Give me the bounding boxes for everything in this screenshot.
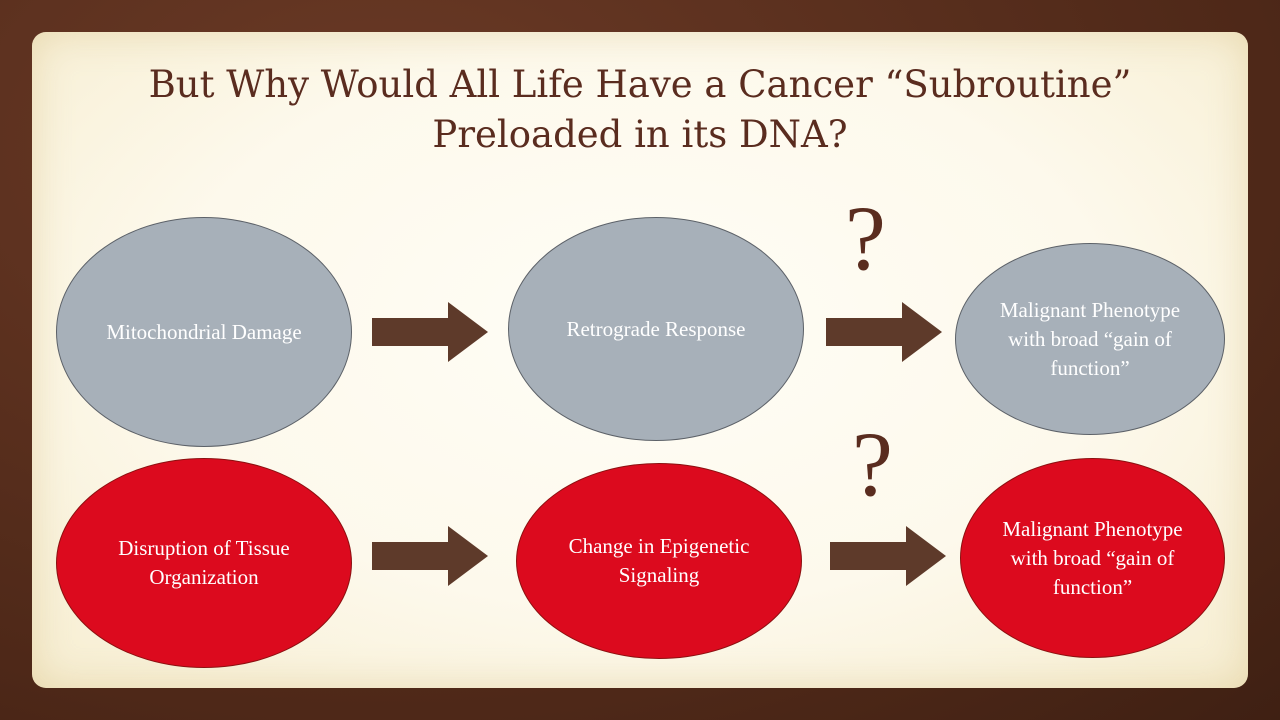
arrow-right-icon [830,526,946,586]
arrow-right-icon [372,526,488,586]
arrow-right-icon [826,302,942,362]
slide-title: But Why Would All Life Have a Cancer “Su… [40,60,1240,160]
node-malignant-phenotype: Malignant Phenotype with broad “gain of … [960,458,1225,658]
node-mitochondrial-damage: Mitochondrial Damage [56,217,352,447]
node-epigenetic-signaling: Change in Epigenetic Signaling [516,463,802,659]
node-retrograde-response: Retrograde Response [508,217,804,441]
arrow-right-icon [372,302,488,362]
title-line-1: But Why Would All Life Have a Cancer “Su… [148,63,1132,106]
title-line-2: Preloaded in its DNA? [432,113,848,156]
node-disruption-tissue-organization: Disruption of Tissue Organization [56,458,352,668]
question-mark: ? [852,413,893,515]
node-malignant-phenotype: Malignant Phenotype with broad “gain of … [955,243,1225,435]
question-mark: ? [845,187,886,289]
